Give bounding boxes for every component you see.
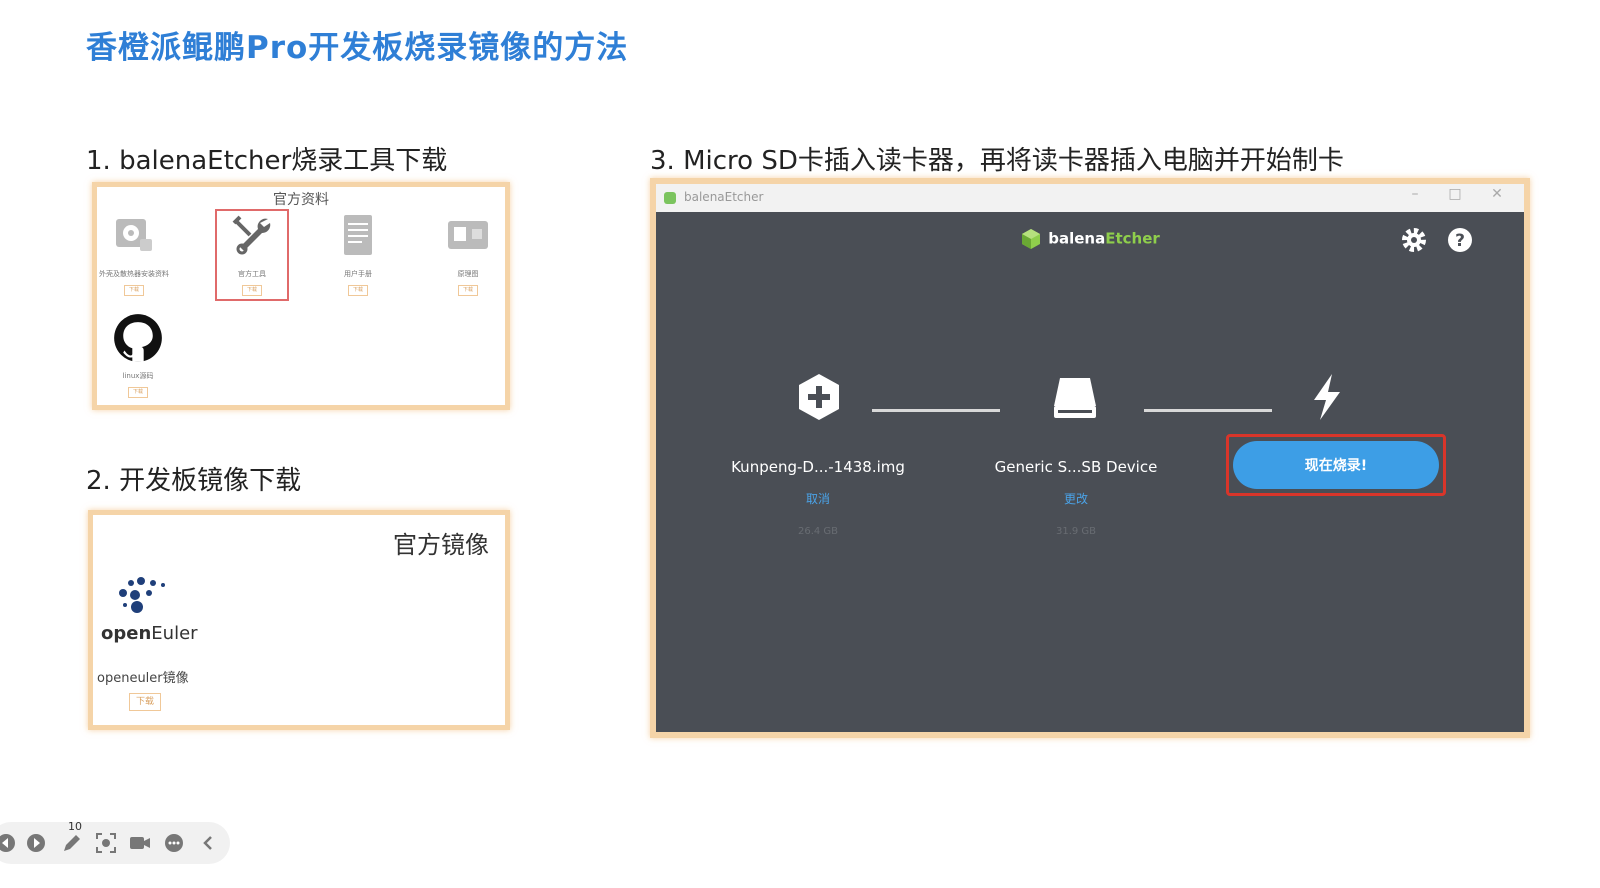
flash-button-highlight: 现在烧录! bbox=[1226, 434, 1446, 496]
play-icon[interactable] bbox=[24, 831, 48, 855]
previous-icon[interactable] bbox=[0, 831, 18, 855]
tile-schematic[interactable]: 原理图 下载 bbox=[433, 213, 503, 296]
close-icon[interactable]: ✕ bbox=[1491, 186, 1503, 202]
openeuler-caption: openeuler镜像 bbox=[97, 671, 189, 686]
drive-change-link[interactable]: 更改 bbox=[1063, 492, 1088, 506]
image-size: 26.4 GB bbox=[797, 526, 839, 537]
disk-icon bbox=[116, 219, 152, 251]
svg-text:?: ? bbox=[1455, 231, 1465, 251]
tile-caption: 用户手册 bbox=[344, 270, 372, 278]
download-button[interactable]: 下载 bbox=[128, 387, 148, 398]
app-icon bbox=[664, 192, 676, 204]
drive-size: 31.9 GB bbox=[1055, 526, 1097, 537]
tile-caption: 官方工具 bbox=[238, 270, 266, 278]
etcher-window: balenaEtcher – □ ✕ balenaEtcher ? bbox=[650, 178, 1530, 738]
step3-label: 3. Micro SD卡插入读卡器，再将读卡器插入电脑并开始制卡 bbox=[650, 146, 1344, 176]
flash-now-button[interactable]: 现在烧录! bbox=[1233, 441, 1439, 489]
maximize-icon[interactable]: □ bbox=[1448, 186, 1462, 202]
tile-linux-source[interactable]: linux源码 下载 bbox=[103, 313, 173, 398]
step1-label: 1. balenaEtcher烧录工具下载 bbox=[86, 146, 448, 176]
drive-name: Generic S...SB Device bbox=[994, 458, 1158, 476]
download-button[interactable]: 下载 bbox=[458, 285, 478, 296]
etcher-app: balenaEtcher ? Kunpeng-D...-1438.img 取消 … bbox=[656, 212, 1524, 732]
cube-icon bbox=[1022, 229, 1041, 249]
window-titlebar[interactable]: balenaEtcher – □ ✕ bbox=[656, 184, 1524, 213]
tile-caption: 外壳及散热器安装资料 bbox=[99, 270, 169, 278]
minimize-icon[interactable]: – bbox=[1411, 186, 1419, 202]
download-button[interactable]: 下载 bbox=[129, 693, 161, 711]
tile-installation[interactable]: 外壳及散热器安装资料 下载 bbox=[99, 213, 169, 296]
image-cancel-link[interactable]: 取消 bbox=[805, 492, 830, 506]
pen-badge-count: 10 bbox=[68, 820, 82, 833]
panel1-header: 官方资料 bbox=[273, 192, 329, 208]
pen-icon[interactable] bbox=[60, 831, 84, 855]
collapse-chevron-icon[interactable] bbox=[196, 831, 220, 855]
window-title: balenaEtcher bbox=[684, 190, 764, 204]
camera-icon[interactable] bbox=[128, 831, 152, 855]
document-icon bbox=[344, 215, 372, 255]
tile-official-tools[interactable]: 官方工具 下载 bbox=[215, 209, 289, 301]
step2-label: 2. 开发板镜像下载 bbox=[86, 466, 302, 496]
flash-bolt-icon bbox=[1314, 374, 1340, 420]
presentation-toolbar: 10 bbox=[0, 820, 230, 864]
official-resources-panel: 官方资料 外壳及散热器安装资料 下载 官方工具 下载 用户手册 下载 bbox=[92, 182, 510, 410]
download-button[interactable]: 下载 bbox=[348, 285, 368, 296]
tools-icon bbox=[232, 215, 271, 255]
panel2-header: 官方镜像 bbox=[393, 531, 489, 559]
download-button[interactable]: 下载 bbox=[124, 285, 144, 296]
add-image-icon[interactable] bbox=[794, 372, 844, 422]
board-icon bbox=[448, 221, 488, 249]
settings-gear-icon[interactable] bbox=[1400, 226, 1428, 254]
download-button[interactable]: 下载 bbox=[242, 285, 262, 296]
help-icon[interactable]: ? bbox=[1446, 226, 1474, 254]
image-name: Kunpeng-D...-1438.img bbox=[731, 458, 905, 476]
official-image-panel: 官方镜像 openEuler openeuler镜像 下载 bbox=[88, 510, 510, 730]
step-connector bbox=[872, 409, 1000, 412]
brand-logo: balenaEtcher bbox=[656, 228, 1524, 250]
tile-user-manual[interactable]: 用户手册 下载 bbox=[323, 213, 393, 296]
more-icon[interactable] bbox=[162, 831, 186, 855]
github-icon bbox=[114, 314, 162, 362]
tile-caption: linux源码 bbox=[122, 372, 154, 380]
openeuler-logo-icon bbox=[119, 577, 165, 613]
openeuler-wordmark: openEuler bbox=[101, 623, 198, 644]
slide-title: 香橙派鲲鹏Pro开发板烧录镜像的方法 bbox=[86, 30, 629, 66]
tile-caption: 原理图 bbox=[457, 270, 479, 278]
screenshot-icon[interactable] bbox=[94, 831, 118, 855]
drive-icon[interactable] bbox=[1050, 372, 1100, 422]
step-connector bbox=[1144, 409, 1272, 412]
